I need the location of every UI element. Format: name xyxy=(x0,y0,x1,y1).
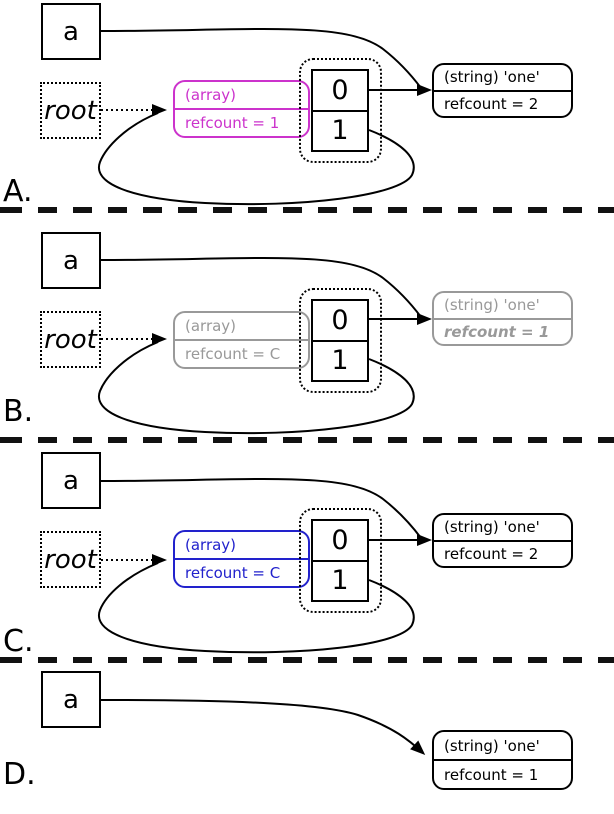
array-cells-outline-C xyxy=(299,508,382,613)
array-refcount-label: refcount = C xyxy=(185,345,281,363)
string-type-label: (string) 'one' xyxy=(444,736,540,755)
array-refcount-row: refcount = 1 xyxy=(175,110,308,136)
root-box-C: root xyxy=(40,531,101,588)
variable-box-a-D: a xyxy=(41,671,101,728)
array-refcount-row: refcount = C xyxy=(175,341,308,367)
array-cells-outline-A xyxy=(299,58,382,163)
variable-label: a xyxy=(63,245,79,276)
string-object-D: (string) 'one' refcount = 1 xyxy=(432,730,573,790)
string-refcount-label: refcount = 2 xyxy=(444,94,539,113)
variable-box-a-C: a xyxy=(41,452,101,509)
array-cell-1: 1 xyxy=(331,565,349,597)
panel-separator-2 xyxy=(0,437,614,443)
string-object-B: (string) 'one' refcount = 1 xyxy=(432,291,573,346)
array-type-label: (array) xyxy=(185,317,237,335)
root-box-A: root xyxy=(40,82,101,139)
panel-label-C: C. xyxy=(3,624,34,659)
root-label: root xyxy=(44,324,97,355)
string-refcount-label: refcount = 1 xyxy=(444,322,550,341)
array-cell-1: 1 xyxy=(331,345,349,377)
panel-label-B: B. xyxy=(3,394,34,429)
array-type-row: (array) xyxy=(175,82,308,110)
string-type-label: (string) 'one' xyxy=(444,518,540,537)
array-cells-A: 0 1 xyxy=(311,69,369,152)
string-refcount-row: refcount = 1 xyxy=(434,320,571,345)
array-cell-0: 0 xyxy=(313,521,367,562)
root-box-B: root xyxy=(40,311,101,368)
variable-label: a xyxy=(63,16,79,47)
arrow-a-to-string-D xyxy=(100,699,426,756)
array-refcount-label: refcount = 1 xyxy=(185,114,280,132)
string-refcount-row: refcount = 2 xyxy=(434,542,571,567)
string-object-A: (string) 'one' refcount = 2 xyxy=(432,63,573,118)
array-refcount-label: refcount = C xyxy=(185,564,281,582)
variable-label: a xyxy=(63,465,79,496)
variable-box-a-A: a xyxy=(41,3,101,60)
array-type-label: (array) xyxy=(185,86,237,104)
root-label: root xyxy=(44,544,97,575)
string-type-label: (string) 'one' xyxy=(444,68,540,87)
array-cells-C: 0 1 xyxy=(311,519,369,602)
variable-box-a-B: a xyxy=(41,232,101,289)
array-cell-0: 0 xyxy=(313,71,367,112)
array-cell-1: 1 xyxy=(331,115,349,147)
string-type-label: (string) 'one' xyxy=(444,296,540,315)
array-cells-B: 0 1 xyxy=(311,299,369,382)
array-type-label: (array) xyxy=(185,536,237,554)
string-type-row: (string) 'one' xyxy=(434,732,571,761)
array-object-A: (array) refcount = 1 xyxy=(173,80,310,138)
string-type-row: (string) 'one' xyxy=(434,65,571,92)
array-object-B: (array) refcount = C xyxy=(173,311,310,369)
panel-separator-3 xyxy=(0,657,614,663)
array-cell-0: 0 xyxy=(313,301,367,342)
array-type-row: (array) xyxy=(175,313,308,341)
array-refcount-row: refcount = C xyxy=(175,560,308,586)
panel-label-D: D. xyxy=(3,757,36,792)
string-refcount-label: refcount = 1 xyxy=(444,765,539,784)
string-refcount-label: refcount = 2 xyxy=(444,544,539,563)
variable-label: a xyxy=(63,684,79,715)
panel-separator-1 xyxy=(0,207,614,213)
string-type-row: (string) 'one' xyxy=(434,515,571,542)
panel-label-A: A. xyxy=(3,174,33,209)
string-object-C: (string) 'one' refcount = 2 xyxy=(432,513,573,568)
string-refcount-row: refcount = 2 xyxy=(434,92,571,117)
array-cells-outline-B xyxy=(299,288,382,393)
string-refcount-row: refcount = 1 xyxy=(434,761,571,788)
root-label: root xyxy=(44,95,97,126)
array-type-row: (array) xyxy=(175,532,308,560)
array-object-C: (array) refcount = C xyxy=(173,530,310,588)
string-type-row: (string) 'one' xyxy=(434,293,571,320)
